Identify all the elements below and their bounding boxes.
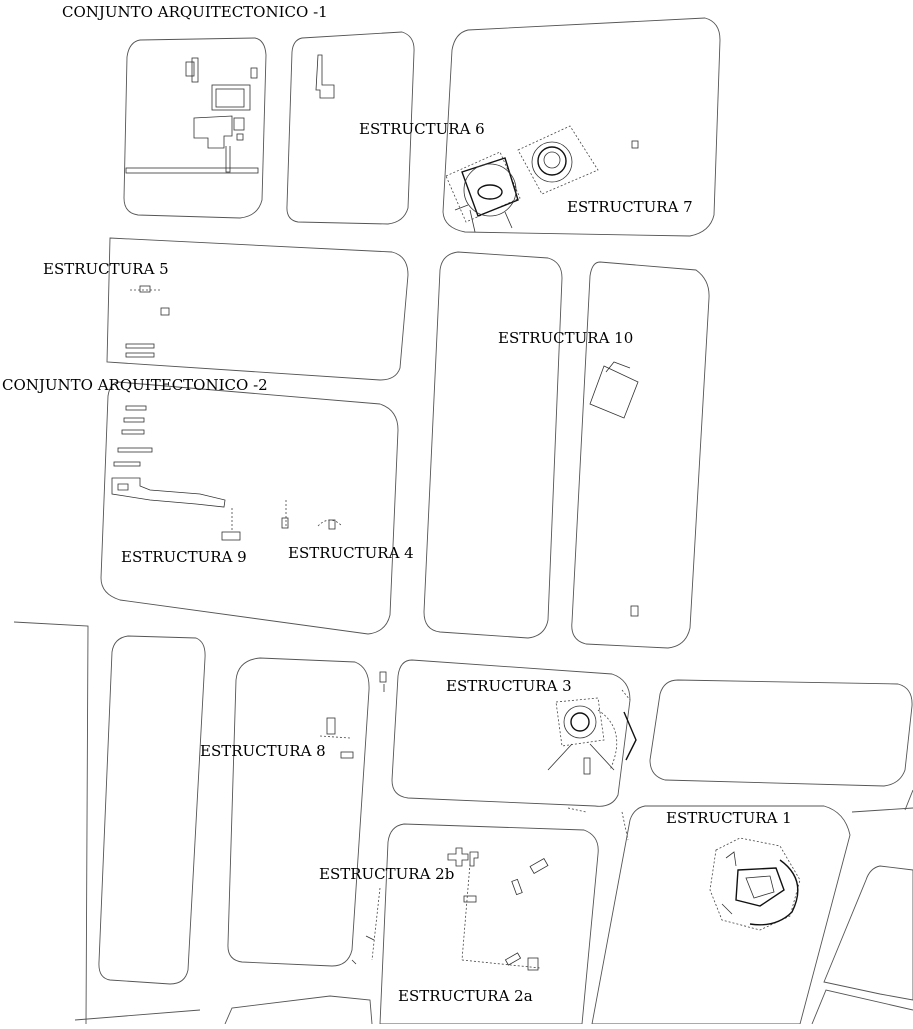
- label-estructura-1: ESTRUCTURA 1: [666, 809, 792, 827]
- street-line-southeast: [811, 989, 913, 1025]
- block-west-strip: [98, 635, 206, 985]
- ruins-estructura-2: [351, 807, 629, 971]
- block-southeast: [823, 865, 913, 1001]
- block-south-edge: [224, 995, 373, 1025]
- block-estructura-1: [591, 805, 851, 1025]
- block-estructura-3: [391, 659, 631, 807]
- label-estructura-2a: ESTRUCTURA 2a: [398, 987, 533, 1005]
- ruins-estructura-3: [547, 689, 637, 775]
- street-line-east-1: [851, 807, 913, 813]
- city-blocks: [98, 17, 913, 1025]
- label-estructura-2b: ESTRUCTURA 2b: [319, 865, 454, 883]
- label-conjunto-2: CONJUNTO ARQUITECTONICO -2: [2, 376, 268, 394]
- block-estructura-10-west: [423, 251, 563, 639]
- ruins-conjunto-1: [125, 57, 259, 174]
- label-estructura-7: ESTRUCTURA 7: [567, 198, 693, 216]
- ruins-estructura-8: [319, 671, 387, 759]
- ruins-estructura-1: [709, 837, 801, 931]
- label-estructura-6: ESTRUCTURA 6: [359, 120, 485, 138]
- ruins-block-2: [315, 54, 335, 99]
- label-estructura-10: ESTRUCTURA 10: [498, 329, 633, 347]
- label-estructura-8: ESTRUCTURA 8: [200, 742, 326, 760]
- map-labels: CONJUNTO ARQUITECTONICO -1 ESTRUCTURA 6 …: [2, 3, 792, 1005]
- label-estructura-9: ESTRUCTURA 9: [121, 548, 247, 566]
- ruins-estructura-10: [589, 361, 639, 617]
- ruins-conjunto-2: [111, 405, 343, 541]
- block-conjunto-1-west: [123, 37, 267, 219]
- street-line-south-west: [74, 1009, 201, 1021]
- block-estructura-10-east: [571, 261, 710, 649]
- block-estructura-6-7: [442, 17, 721, 237]
- block-east-plaza: [649, 679, 913, 787]
- block-estructura-5: [106, 237, 409, 381]
- label-estructura-3: ESTRUCTURA 3: [446, 677, 572, 695]
- street-lines: [13, 621, 913, 1025]
- street-line-west: [13, 621, 89, 1025]
- street-line-east-2: [904, 789, 913, 811]
- ruins-estructura-6: [445, 151, 521, 233]
- label-estructura-4: ESTRUCTURA 4: [288, 544, 414, 562]
- block-conjunto-1-east: [286, 31, 415, 225]
- ruins-estructura-7: [517, 125, 639, 195]
- label-estructura-5: ESTRUCTURA 5: [43, 260, 169, 278]
- label-conjunto-1: CONJUNTO ARQUITECTONICO -1: [62, 3, 328, 21]
- ruins-estructura-5: [125, 285, 170, 358]
- block-conjunto-2: [100, 381, 399, 635]
- block-estructura-8: [227, 657, 370, 967]
